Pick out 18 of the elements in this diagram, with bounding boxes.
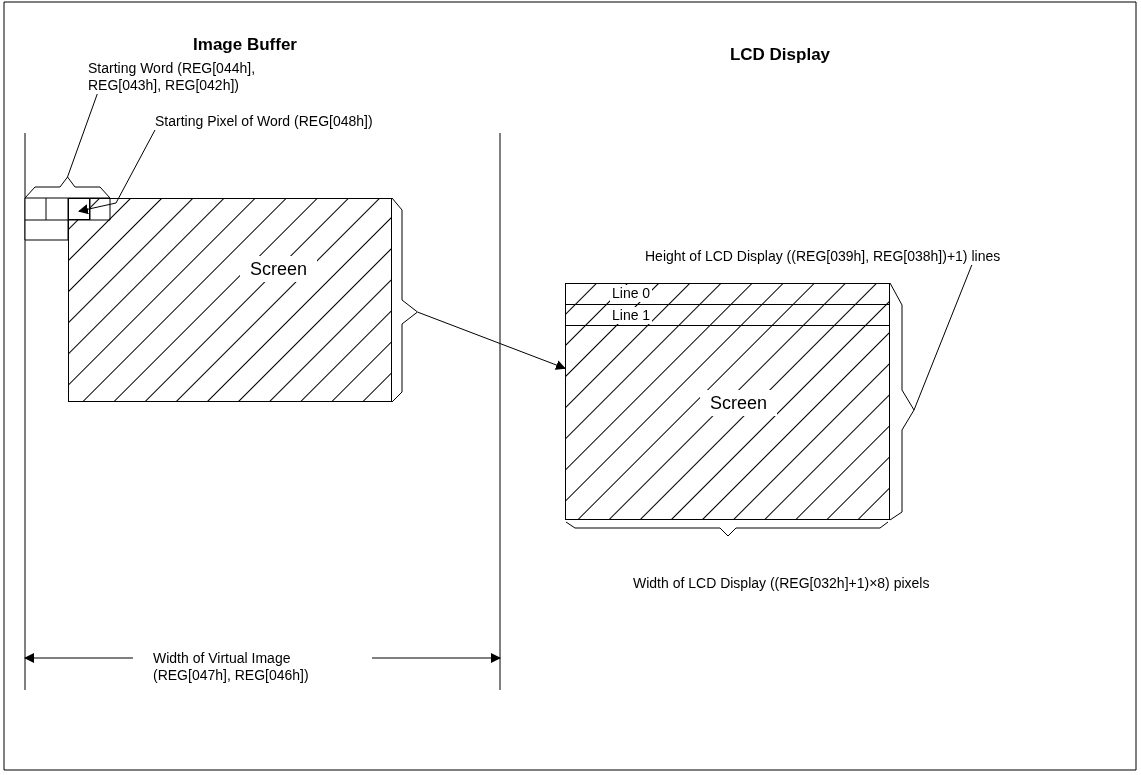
arrow: [78, 129, 156, 215]
word-cell: [68, 198, 90, 220]
callout-label: Height of LCD Display ((REG[039h], REG[038h])+1) lines: [645, 248, 1001, 265]
leader-line: [67, 93, 98, 178]
line-label: Line 1: [610, 307, 653, 324]
callout-label: Starting Pixel of Word (REG[048h]): [155, 113, 373, 130]
leader-line: [913, 264, 973, 411]
dimension-label: Width of Virtual Image (REG[047h], REG[046h]): [153, 650, 310, 684]
line-label: Line 0: [610, 285, 653, 302]
callout-label: Starting Word (REG[044h], REG[043h], REG[042h]): [88, 60, 273, 94]
panel-heading: Image Buffer: [193, 36, 297, 53]
screen-label: Screen: [700, 390, 778, 416]
arrow: [417, 311, 566, 370]
display-line-row: [565, 283, 890, 305]
display-line-row: [565, 305, 890, 326]
panel-heading: LCD Display: [729, 46, 831, 63]
screen-label: Screen: [240, 256, 318, 282]
dimension-label: Width of LCD Display ((REG[032h]+1)×8) pixels: [633, 575, 930, 592]
